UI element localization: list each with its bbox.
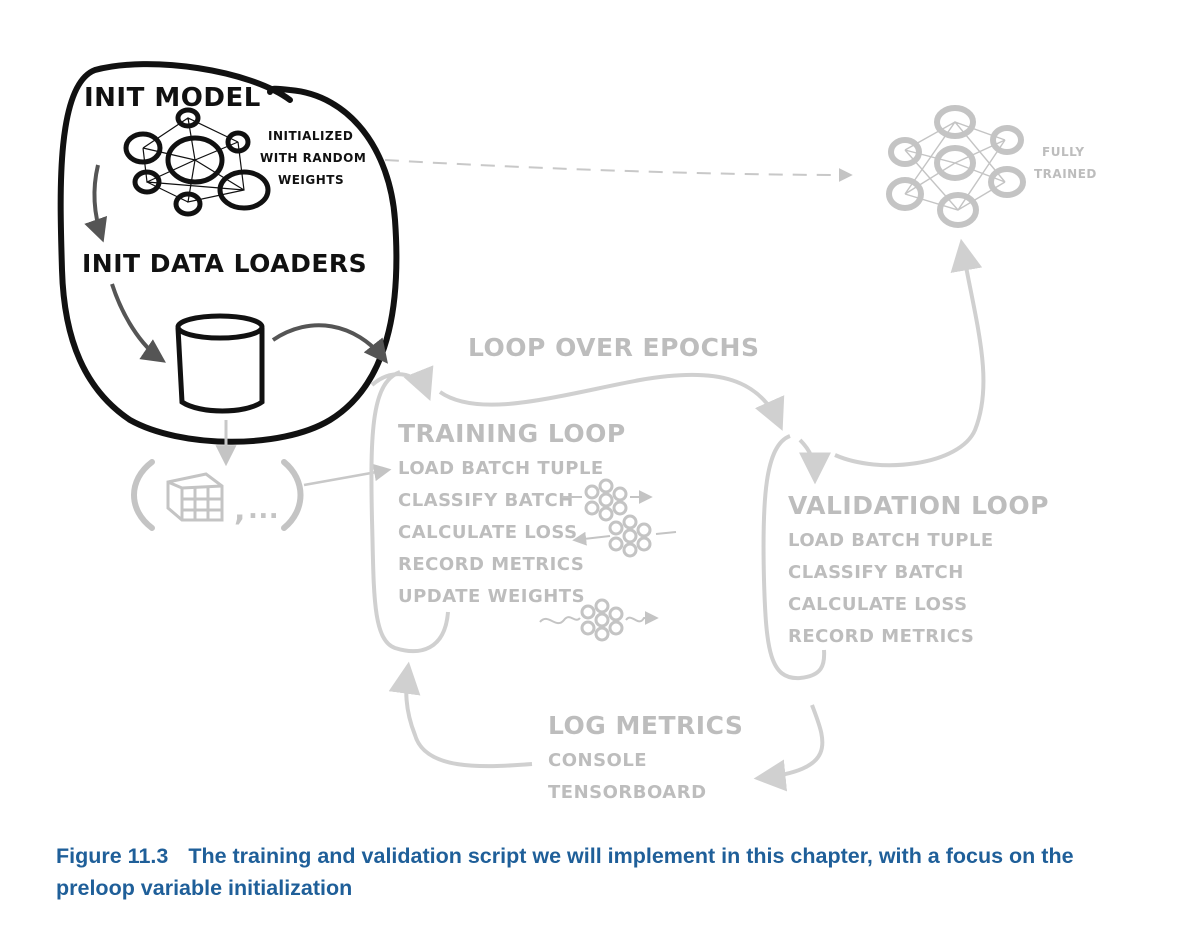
validation-step-1: LOAD BATCH TUPLE xyxy=(788,530,994,551)
figure-number: Figure 11.3 xyxy=(56,844,169,868)
batch-to-training-arrow xyxy=(303,463,392,487)
sample-cube-icon xyxy=(166,472,224,522)
tuple-close-paren xyxy=(281,459,304,531)
training-loop-title: TRAINING LOOP xyxy=(398,419,626,448)
validation-loop-title: VALIDATION LOOP xyxy=(788,491,1049,520)
dataset-cylinder-icon xyxy=(175,313,265,414)
init-model-note-1: INITIALIZED xyxy=(268,129,353,143)
batch-tuple: , ... xyxy=(131,459,304,531)
tuple-ellipsis: , xyxy=(234,493,246,528)
validation-to-trained-arrow xyxy=(834,238,986,468)
tuple-ellipsis-dots: ... xyxy=(248,495,279,525)
update-weights-network-icon xyxy=(539,598,659,642)
log-target-console: CONSOLE xyxy=(548,750,647,771)
loop-over-epochs-title: LOOP OVER EPOCHS xyxy=(468,333,759,362)
trained-network-icon xyxy=(886,105,1026,228)
training-step-4: RECORD METRICS xyxy=(398,554,584,575)
init-model-note-2: WITH RANDOM xyxy=(260,151,366,165)
log-metrics-title: LOG METRICS xyxy=(548,711,743,740)
figure-caption-text: The training and validation script we wi… xyxy=(56,844,1074,900)
validation-step-2: CLASSIFY BATCH xyxy=(788,562,964,583)
init-data-loaders-title: INIT DATA LOADERS xyxy=(82,249,367,278)
training-loop-bracket xyxy=(369,370,450,653)
init-highlight-outline xyxy=(57,61,400,445)
validation-to-log-arrow xyxy=(753,704,825,792)
log-to-training-arrow xyxy=(388,661,533,769)
init-model-title: INIT MODEL xyxy=(84,83,261,113)
dataset-to-loop-arrow xyxy=(271,323,388,364)
init-model-note-3: WEIGHTS xyxy=(278,173,344,187)
training-step-2: CLASSIFY BATCH xyxy=(398,490,574,511)
training-step-1: LOAD BATCH TUPLE xyxy=(398,458,604,479)
model-to-trained-dashed-arrow xyxy=(384,159,853,182)
trained-note-1: FULLY xyxy=(1042,145,1085,159)
validation-step-4: RECORD METRICS xyxy=(788,626,974,647)
validation-loop-bracket xyxy=(761,434,827,681)
training-step-3: CALCULATE LOSS xyxy=(398,522,578,543)
forward-pass-network-icon xyxy=(562,478,653,522)
model-to-loaders-arrow xyxy=(84,164,108,243)
loss-network-icon xyxy=(572,514,677,558)
validation-step-3: CALCULATE LOSS xyxy=(788,594,968,615)
training-step-5: UPDATE WEIGHTS xyxy=(398,586,585,607)
loaders-to-dataset-arrow xyxy=(110,283,166,363)
figure-caption: Figure 11.3 The training and validation … xyxy=(56,840,1156,904)
trained-note-2: TRAINED xyxy=(1034,167,1097,181)
random-network-icon xyxy=(123,107,271,217)
validation-entry-arrow xyxy=(798,438,831,485)
training-to-validation-arrow xyxy=(438,372,785,431)
log-target-tensorboard: TENSORBOARD xyxy=(548,782,707,803)
training-script-diagram: INIT MODEL INITIALIZED WITH RANDOM WEIGH… xyxy=(57,61,1097,803)
epoch-entry-arrow xyxy=(370,365,434,401)
tuple-open-paren xyxy=(131,459,155,531)
